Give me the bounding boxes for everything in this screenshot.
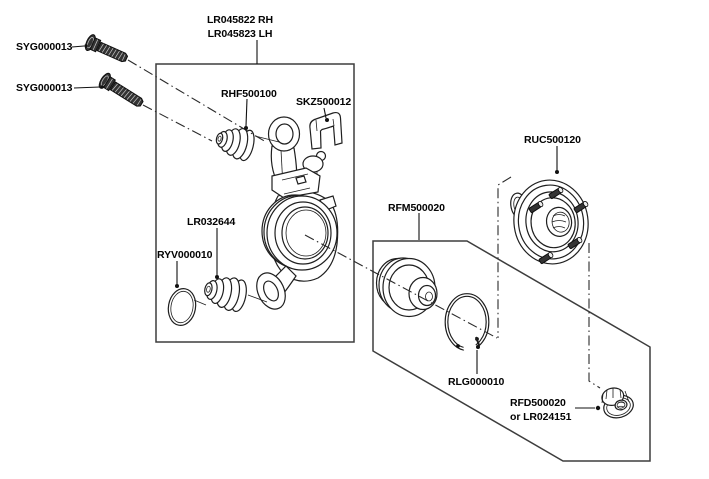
upper-bushing-axis-line (254, 135, 280, 143)
wheel-bearing-drawing (375, 257, 438, 318)
wheel-hub-drawing (510, 179, 589, 265)
wheel-stud (528, 200, 544, 214)
part-label-o-ring: RYV000010 (157, 249, 213, 261)
bolt-upper-axis-centerline (127, 59, 267, 143)
hub-nut-drawing (601, 387, 634, 419)
hub-nut-part-number: RFD500020 (510, 397, 566, 409)
part-label-snap-ring: RLG000010 (448, 376, 505, 388)
knuckle-part-number-rh: LR045822 RH (206, 14, 274, 26)
part-label-wheel-hub: RUC500120 (524, 134, 581, 146)
knuckle-group-box (155, 63, 355, 343)
wheel-stud (567, 236, 583, 250)
part-label-bolt-lower: SYG000013 (16, 82, 73, 94)
lower-bushing-drawing (204, 277, 247, 313)
o-ring-drawing (167, 288, 197, 326)
o-ring-axis-line (193, 299, 207, 306)
part-label-hub-nut: RFD500020 or LR024151 (510, 396, 571, 424)
wheel-stud (548, 186, 564, 200)
upper-bushing-drawing (215, 127, 255, 162)
knuckle-drawing (256, 116, 339, 310)
part-label-lower-bushing: LR032644 (187, 216, 236, 228)
hub-alignment-centerline (497, 176, 512, 338)
nut-alignment-centerline (588, 243, 601, 389)
lower-bushing-axis-line (247, 294, 268, 303)
hub-nut-alt-part-number: or LR024151 (510, 411, 572, 423)
wheel-stud (573, 200, 589, 214)
knuckle-part-number-lh: LR045823 LH (207, 28, 273, 40)
wheel-stud (538, 251, 554, 265)
part-label-retaining-clip: SKZ500012 (296, 96, 352, 108)
leader-lines (71, 40, 601, 411)
part-label-bolt-upper: SYG000013 (16, 41, 73, 53)
part-label-upper-bushing: RHF500100 (221, 88, 277, 100)
reference-boxes (155, 63, 651, 462)
bolt-lower-drawing (98, 72, 144, 107)
center-lines (127, 59, 601, 389)
part-label-knuckle: LR045822 RH LR045823 LH (160, 13, 320, 41)
part-label-wheel-bearing: RFM500020 (388, 202, 445, 214)
snap-ring-drawing (444, 293, 490, 355)
retaining-clip-drawing (309, 111, 343, 150)
bolt-upper-drawing (84, 34, 129, 63)
bearing-group-box (372, 240, 651, 462)
bolt-lower-axis-centerline (142, 104, 213, 142)
